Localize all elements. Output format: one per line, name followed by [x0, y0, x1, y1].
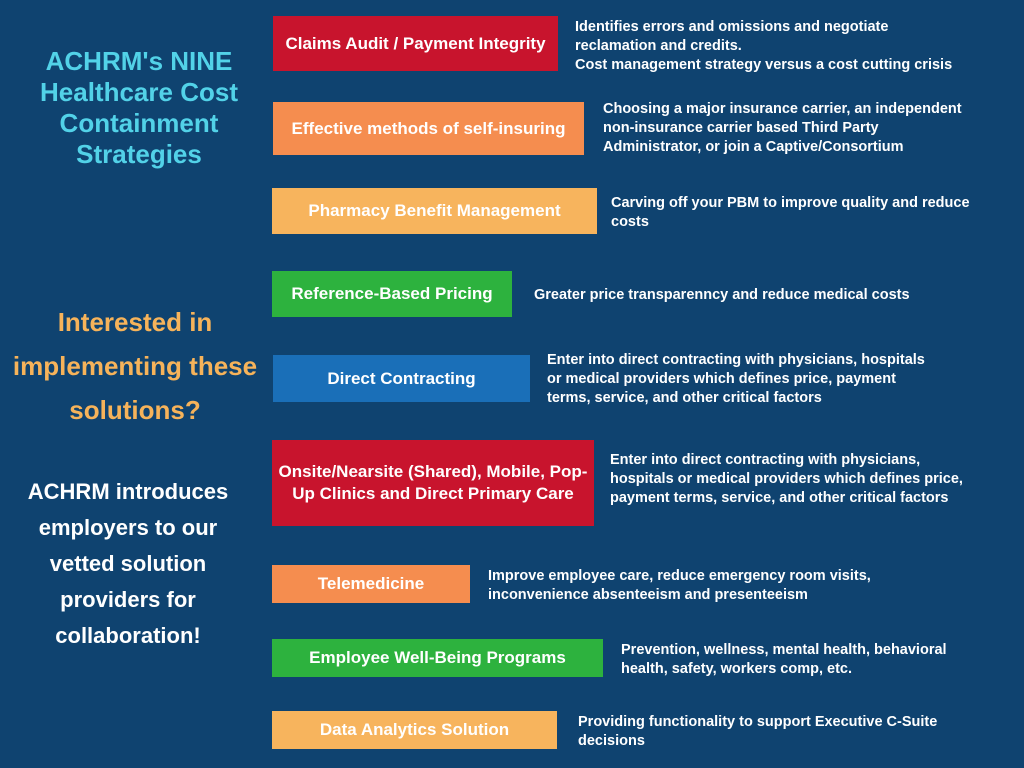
strategy-pharmacy-benefit-description: Carving off your PBM to improve quality … [611, 195, 970, 230]
page-title: ACHRM's NINE Healthcare Cost Containment… [40, 46, 238, 169]
strategy-telemedicine: Telemedicine [272, 565, 470, 603]
strategy-claims-audit-description: Identifies errors and omissions and nego… [575, 19, 953, 73]
strategy-direct-contracting-description: Enter into direct contracting with physi… [547, 352, 925, 406]
strategy-data-analytics-description: Providing functionality to support Execu… [578, 714, 938, 749]
strategy-reference-pricing: Reference-Based Pricing [272, 271, 512, 317]
strategy-onsite-clinics-description: Enter into direct contracting with physi… [610, 452, 963, 506]
strategy-pharmacy-benefit: Pharmacy Benefit Management [272, 188, 597, 234]
intro-text: ACHRM introduces employers to our vetted… [27, 479, 229, 648]
interest-heading: Interested in implementing these solutio… [12, 307, 258, 425]
strategy-well-being: Employee Well-Being Programs [272, 639, 603, 677]
strategy-data-analytics: Data Analytics Solution [272, 711, 557, 749]
strategy-telemedicine-description: Improve employee care, reduce emergency … [488, 568, 871, 603]
strategy-self-insuring-description: Choosing a major insurance carrier, an i… [603, 101, 962, 155]
strategy-onsite-clinics: Onsite/Nearsite (Shared), Mobile, Pop-Up… [272, 440, 594, 526]
strategy-self-insuring: Effective methods of self-insuring [273, 102, 584, 155]
strategy-reference-pricing-description: Greater price transparenncy and reduce m… [534, 287, 910, 303]
strategy-claims-audit: Claims Audit / Payment Integrity [273, 16, 558, 71]
strategy-well-being-description: Prevention, wellness, mental health, beh… [621, 642, 947, 677]
strategy-direct-contracting: Direct Contracting [273, 355, 530, 402]
